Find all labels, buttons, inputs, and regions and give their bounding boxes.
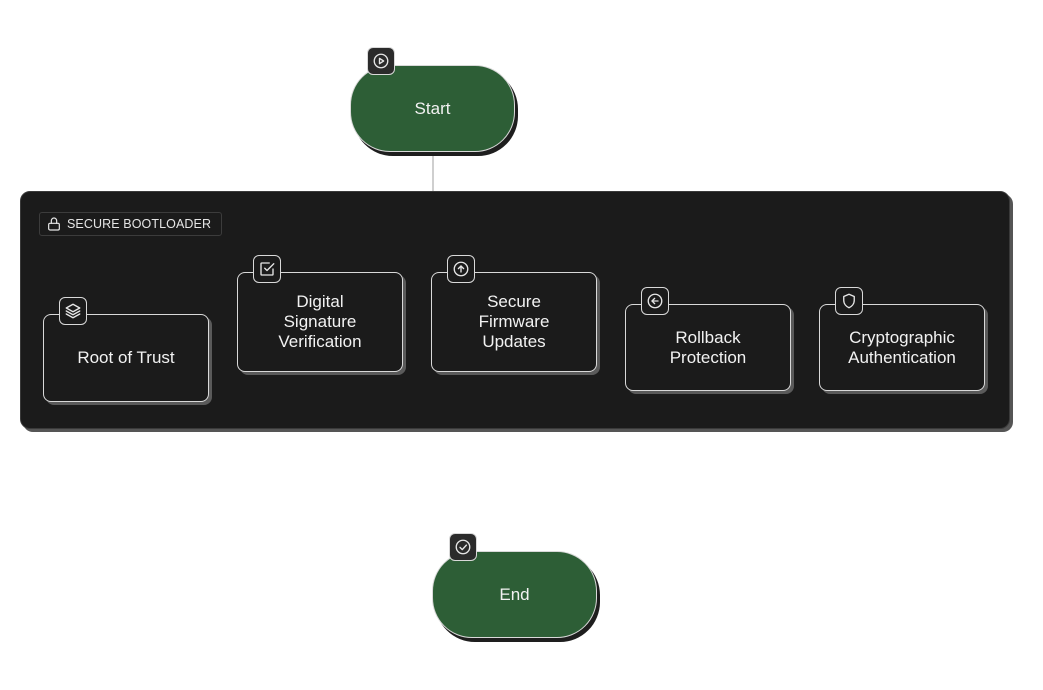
start-node[interactable]: Start <box>350 65 515 152</box>
node-label: Root of Trust <box>77 348 175 367</box>
end-label: End <box>499 584 530 604</box>
node-cryptographic-authentication[interactable]: Cryptographic Authentication <box>819 304 985 391</box>
node-rollback-protection[interactable]: Rollback Protection <box>625 304 791 391</box>
lock-icon <box>46 216 62 232</box>
start-label: Start <box>414 98 451 118</box>
connector-start-to-group <box>432 150 434 192</box>
shield-icon <box>835 287 863 315</box>
node-label: Cryptographic Authentication <box>848 327 956 367</box>
play-icon <box>367 47 395 75</box>
node-secure-firmware-updates[interactable]: Secure Firmware Updates <box>431 272 597 372</box>
node-label: Rollback Protection <box>669 327 747 367</box>
node-digital-signature-verification[interactable]: Digital Signature Verification <box>237 272 403 372</box>
check-circle-icon <box>449 533 477 561</box>
node-label: Secure Firmware Updates <box>478 292 550 351</box>
node-label: Digital Signature Verification <box>278 292 362 351</box>
layers-icon <box>59 297 87 325</box>
group-label: SECURE BOOTLOADER <box>39 212 223 236</box>
node-root-of-trust[interactable]: Root of Trust <box>43 314 209 402</box>
checkbox-icon <box>253 255 281 283</box>
back-arrow-icon <box>641 287 669 315</box>
upload-arrow-icon <box>447 255 475 283</box>
group-label-text: SECURE BOOTLOADER <box>67 217 212 231</box>
end-node[interactable]: End <box>432 551 597 638</box>
